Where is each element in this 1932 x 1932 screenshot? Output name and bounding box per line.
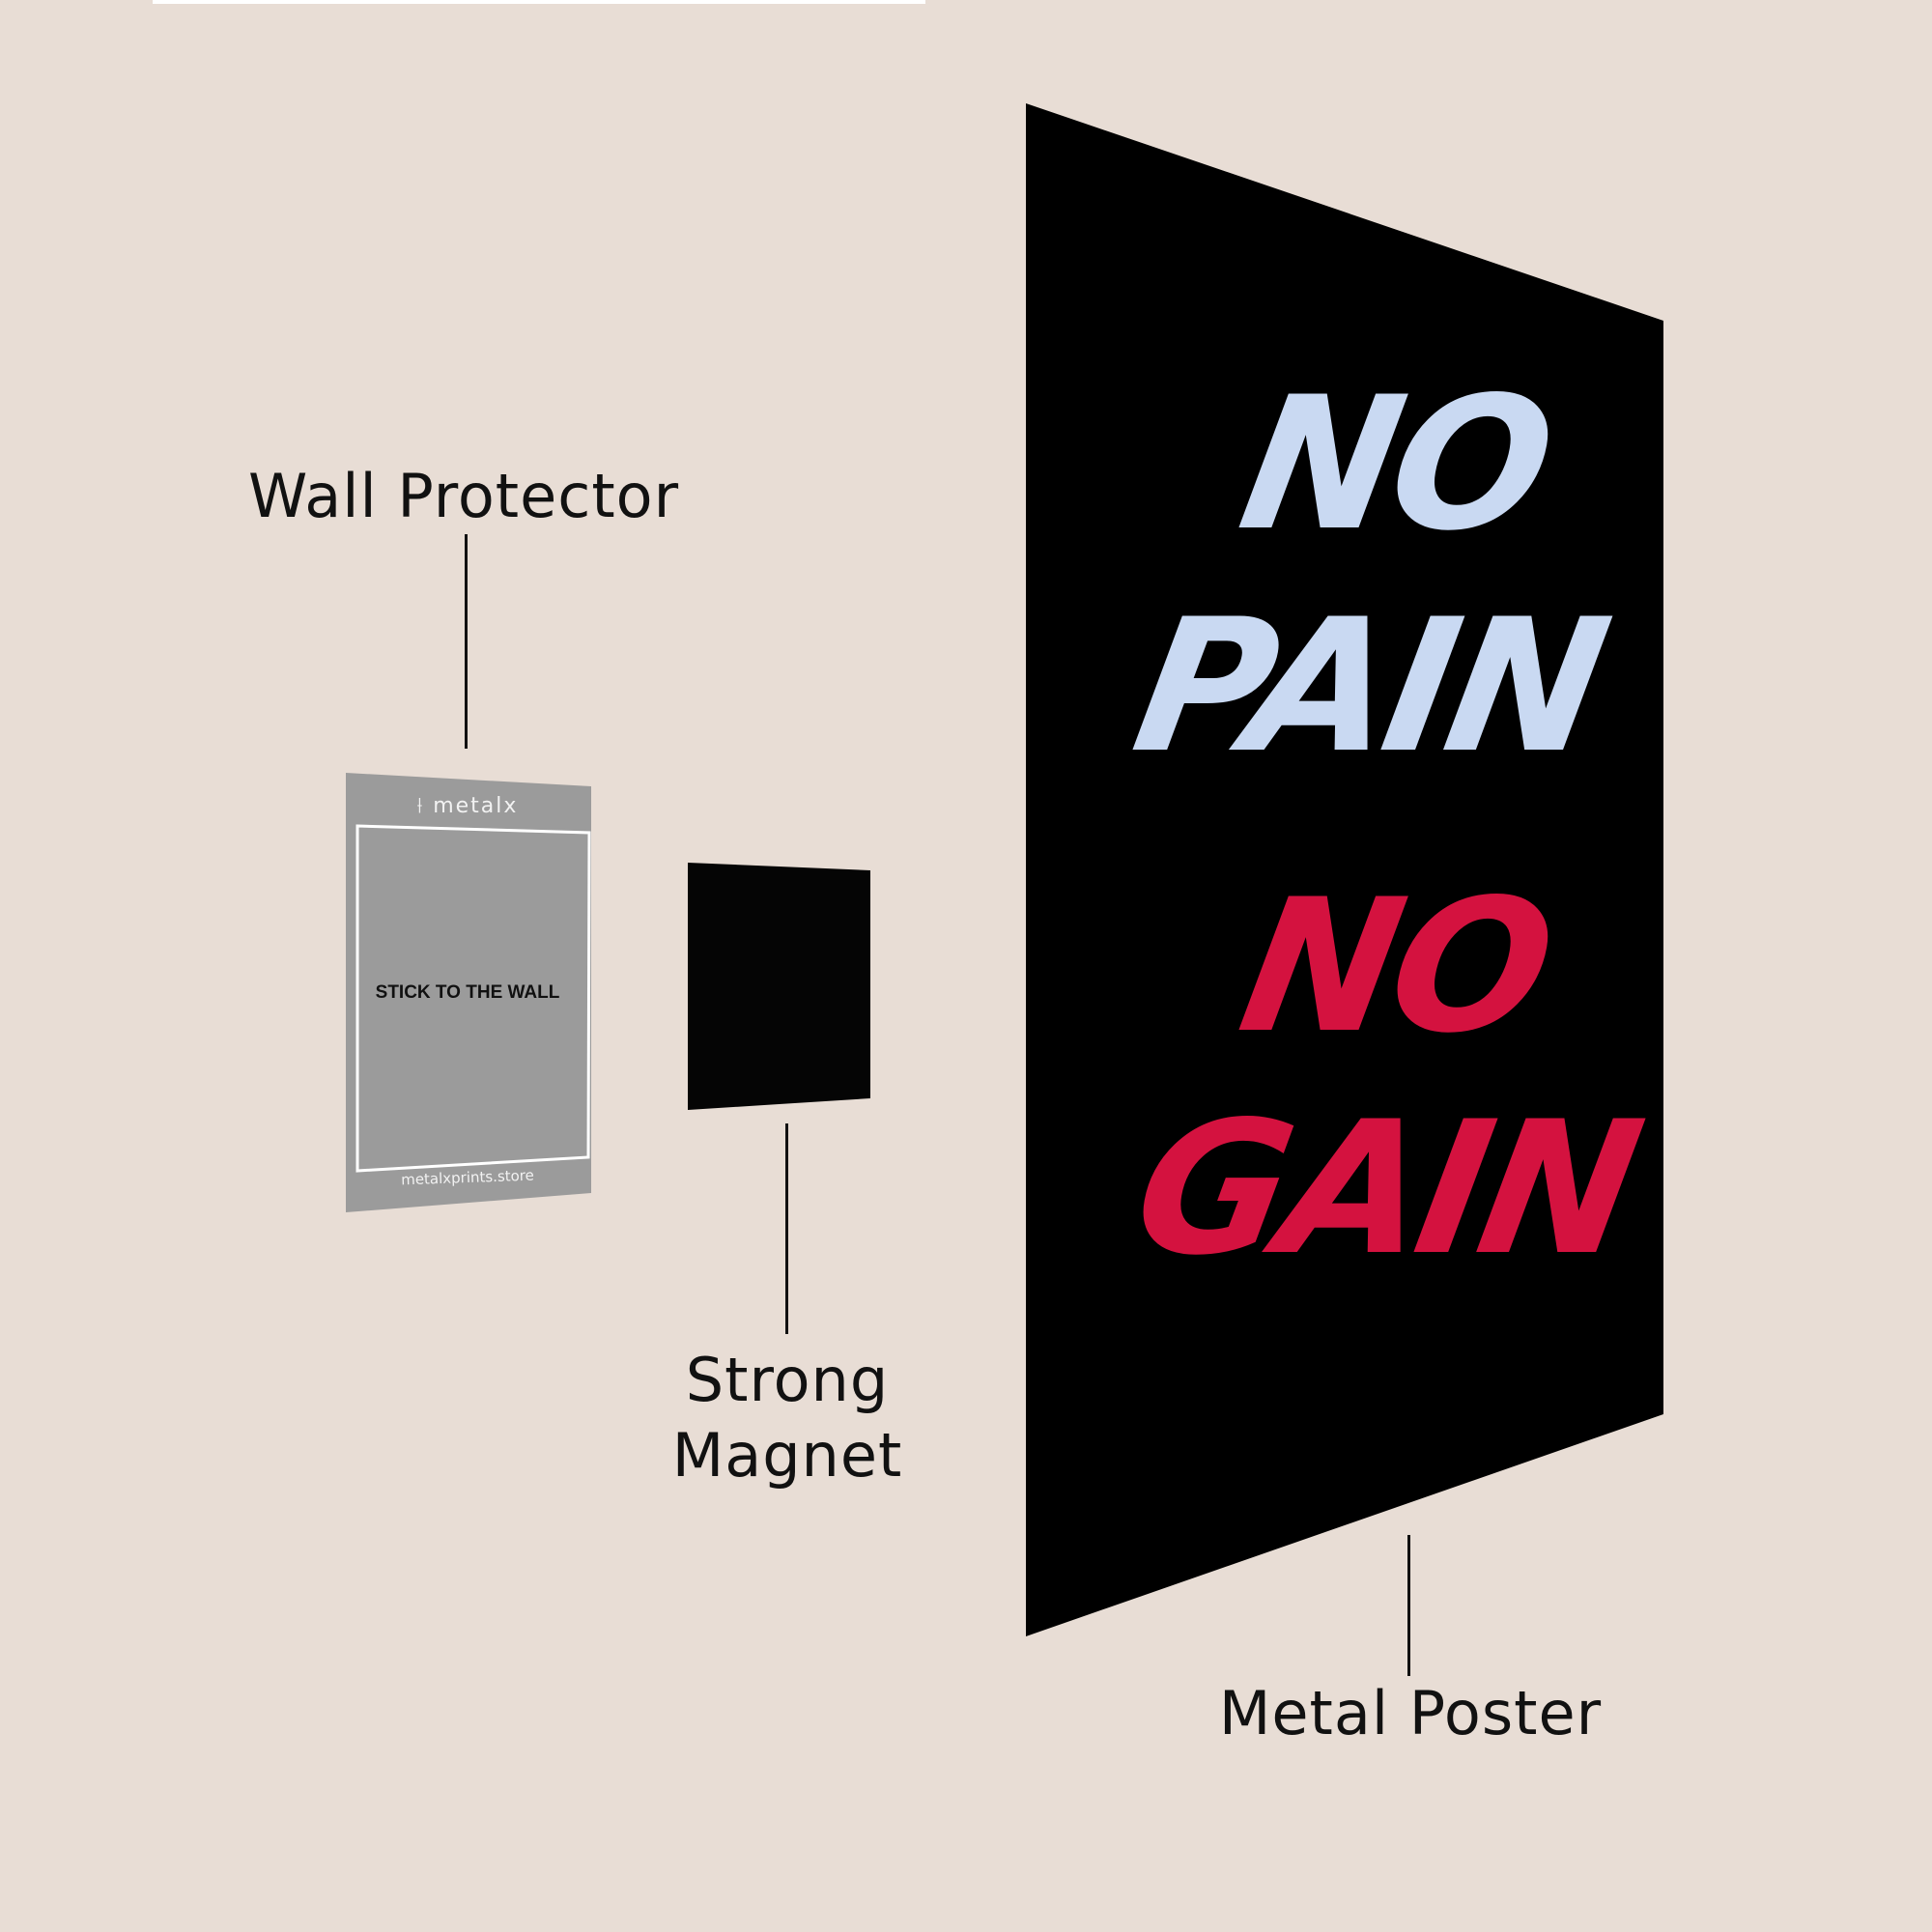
- wall-protector-card: ⟊ metalx STICK TO THE WALL metalxprints.…: [344, 773, 591, 1212]
- label-metal-poster: Metal Poster: [1218, 1678, 1603, 1748]
- label-wall-protector: Wall Protector: [247, 461, 680, 531]
- leader-line-wall-protector: [465, 534, 468, 749]
- label-strong-magnet: Strong Magnet: [618, 1343, 956, 1492]
- leader-line-strong-magnet: [785, 1123, 788, 1334]
- poster-text-gain: GAIN: [1121, 1082, 1651, 1295]
- label-strong-magnet-line1: Strong: [685, 1345, 890, 1415]
- metalx-logo-icon: ⟊ metalx: [416, 794, 519, 818]
- poster-text-pain: PAIN: [1121, 580, 1618, 793]
- poster-text-no-2: NO: [1227, 860, 1564, 1073]
- stick-to-wall-text: STICK TO THE WALL: [375, 982, 560, 1003]
- poster-text-no-1: NO: [1227, 357, 1564, 571]
- leader-line-metal-poster: [1407, 1535, 1410, 1676]
- label-strong-magnet-line2: Magnet: [671, 1419, 903, 1491]
- brand-name: metalx: [433, 794, 519, 818]
- strong-magnet: [688, 863, 870, 1110]
- wall-protector-shape: [346, 773, 591, 1212]
- top-edge-strip: [153, 0, 925, 4]
